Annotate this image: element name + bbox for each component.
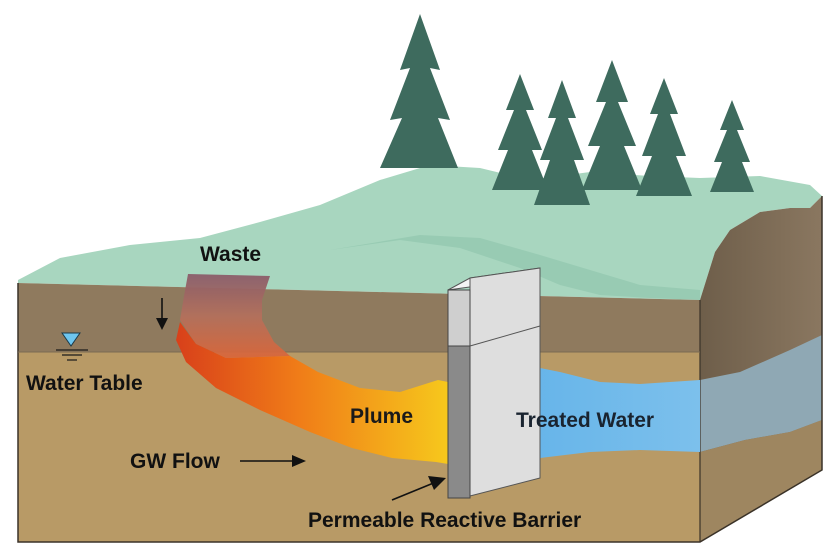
- arrow-down-icon: [156, 298, 168, 330]
- arrow-right-icon: [240, 455, 306, 467]
- label-treated-water: Treated Water: [516, 409, 655, 432]
- side-groundwater-band: [700, 335, 822, 452]
- side-lower-layer: [700, 420, 822, 542]
- tree-5: [636, 78, 692, 196]
- tree-1: [380, 14, 458, 168]
- barrier-seam: [469, 325, 541, 347]
- permeable-reactive-barrier: [447, 267, 541, 499]
- label-waste: Waste: [200, 243, 262, 266]
- tree-3: [534, 80, 590, 205]
- plume: [176, 322, 448, 464]
- ground-surface: [18, 165, 822, 300]
- pointer-arrow-icon: [391, 476, 446, 501]
- label-barrier: Permeable Reactive Barrier: [308, 509, 582, 532]
- tree-6: [710, 100, 754, 192]
- barrier-inner-face: [469, 267, 541, 497]
- tree-group: [380, 14, 754, 205]
- label-plume: Plume: [350, 405, 414, 428]
- tree-4: [582, 60, 642, 190]
- label-gw-flow: GW Flow: [130, 450, 220, 473]
- ground-shading: [330, 235, 700, 300]
- barrier-front-upper: [447, 289, 471, 347]
- waste-source: [180, 274, 290, 358]
- tree-2: [492, 74, 548, 190]
- barrier-front-lower: [447, 345, 471, 499]
- water-table-triangle-icon: [56, 332, 88, 361]
- label-water-table: Water Table: [26, 372, 143, 395]
